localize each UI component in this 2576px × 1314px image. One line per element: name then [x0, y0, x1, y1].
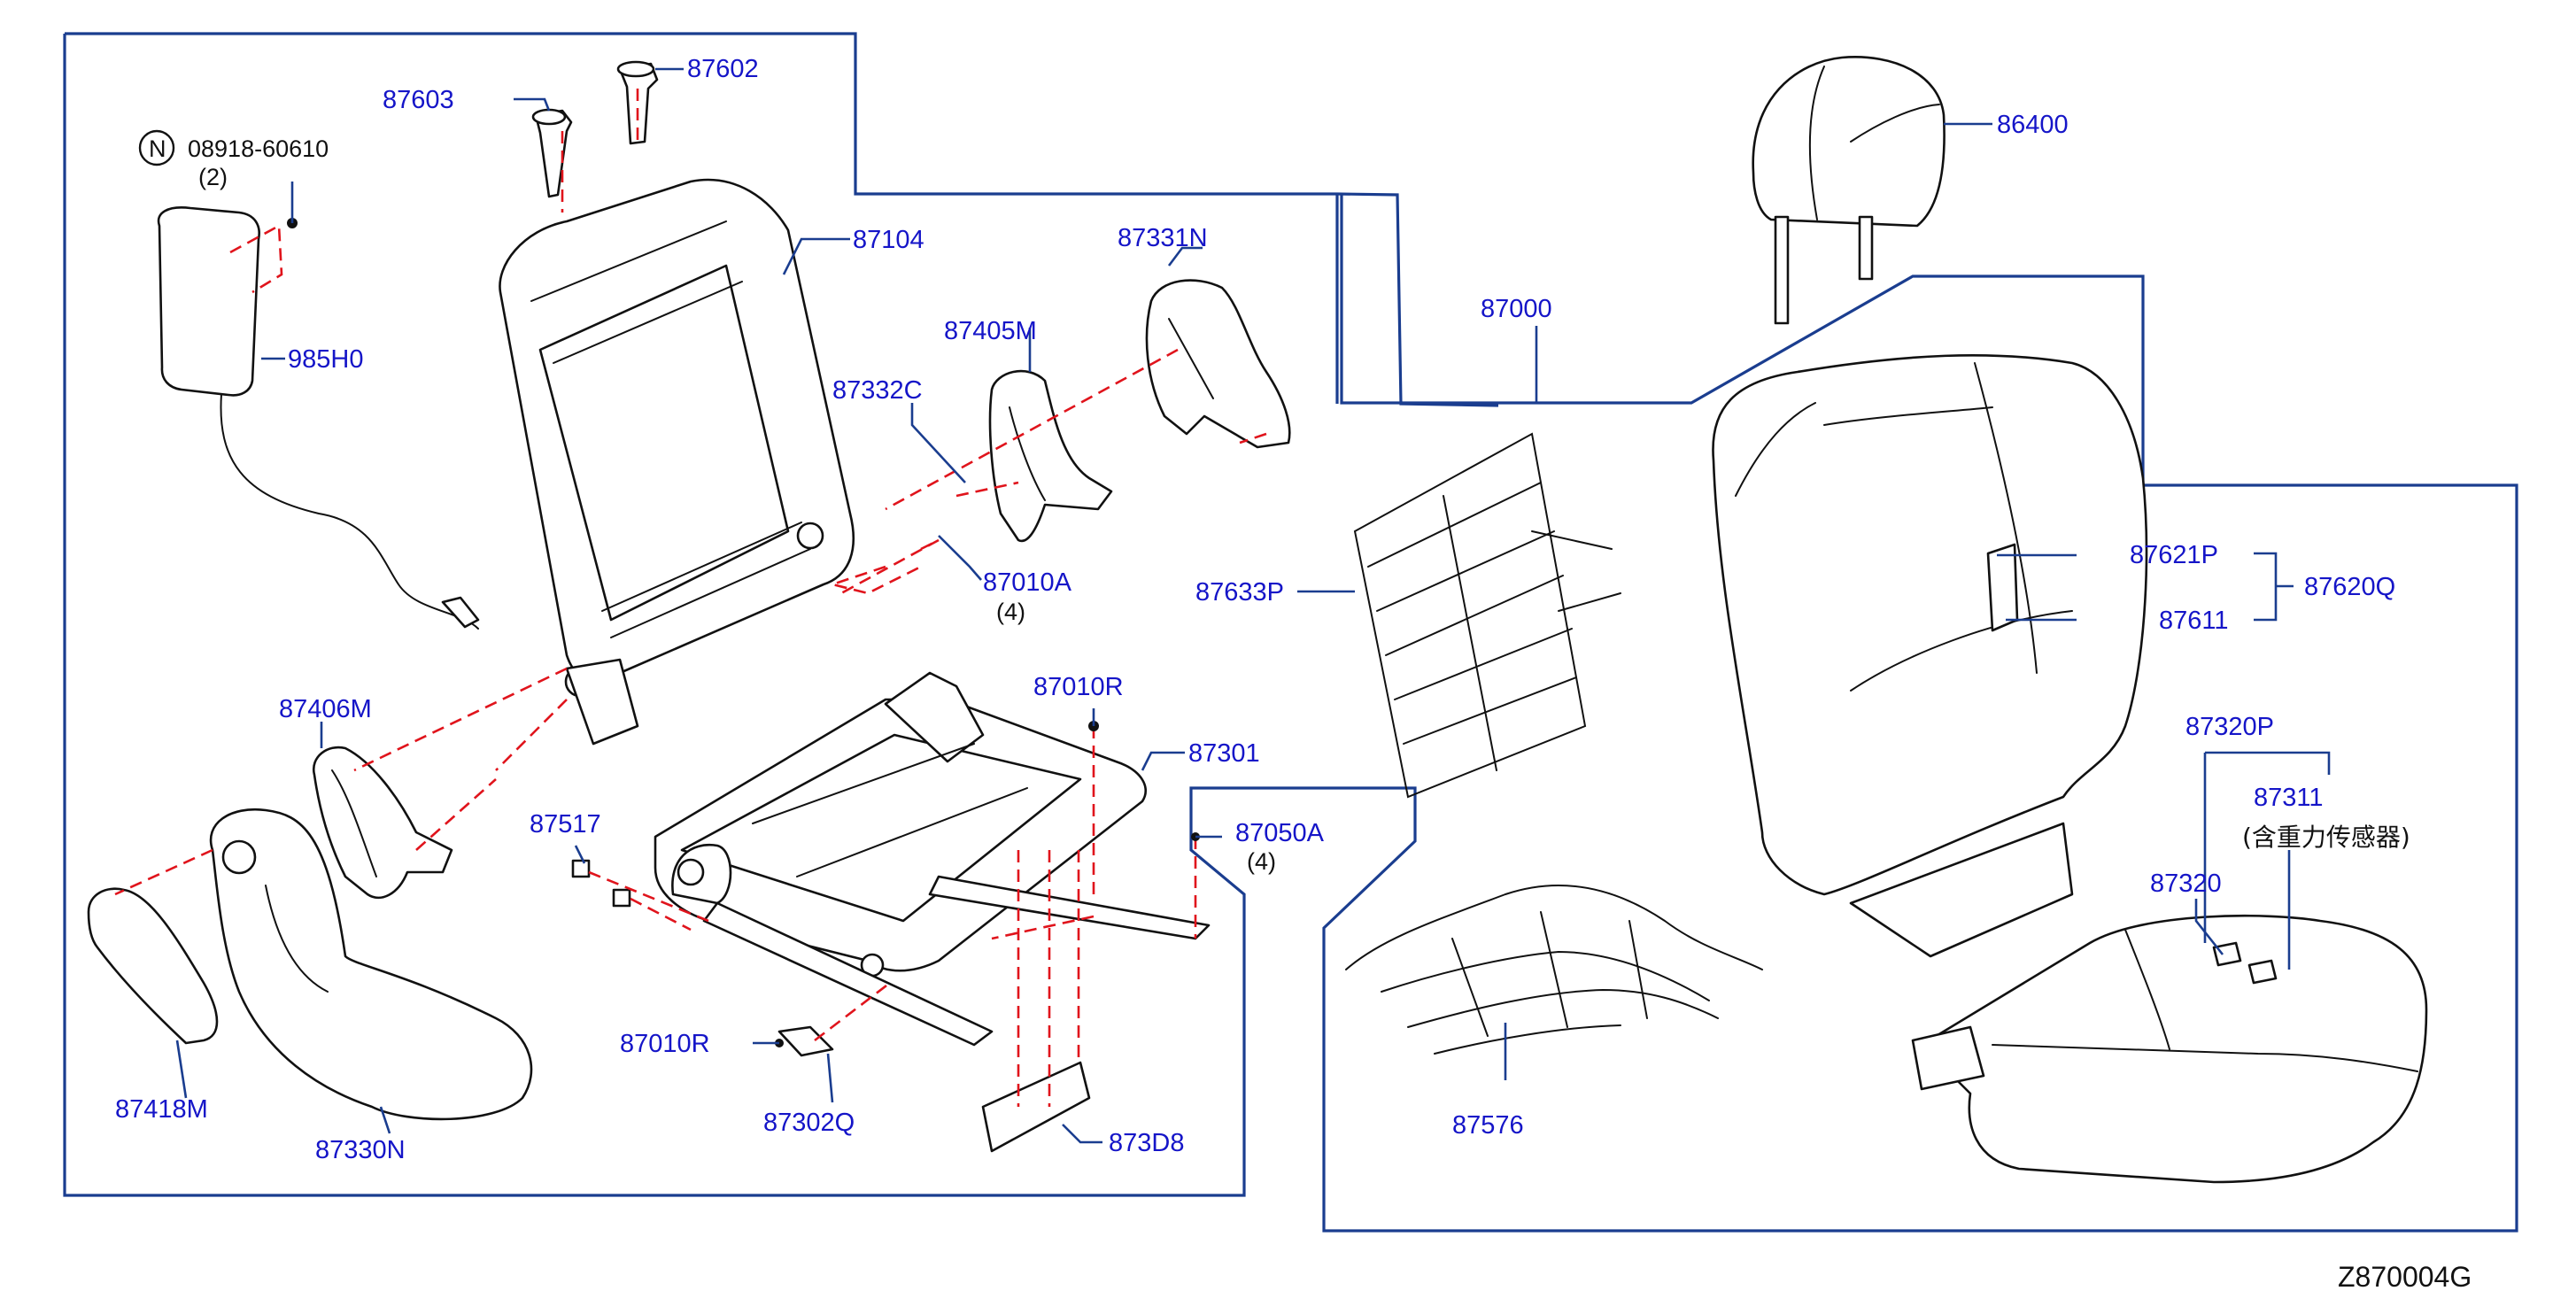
cushion-frame-outline [63, 34, 2518, 1233]
bolt-callout: N 08918-60610 (2) [138, 129, 329, 190]
label-87320: 87320 [2150, 870, 2222, 898]
part-labels: 87603 87602 N 08918-60610 (2) 985H0 8710… [115, 55, 2472, 1293]
label-86400: 86400 [1997, 111, 2069, 139]
label-87311-note: (含重力传感器) [2242, 823, 2410, 852]
label-87405M: 87405M [944, 317, 1037, 345]
bolt-symbol: N [149, 135, 166, 162]
label-87301: 87301 [1188, 739, 1260, 768]
label-87331N: 87331N [1118, 224, 1208, 252]
clip-87517[interactable] [571, 859, 631, 908]
headrest-guide-87602[interactable] [616, 60, 659, 145]
seat-cushion-frame[interactable] [654, 671, 1211, 1047]
side-airbag-module[interactable] [157, 206, 480, 630]
label-87000: 87000 [1481, 295, 1552, 323]
bolt-qty: (2) [198, 164, 228, 190]
label-87602: 87602 [687, 55, 759, 83]
bracket-87302Q[interactable] [777, 1025, 834, 1057]
bracket-873D8[interactable] [981, 1061, 1091, 1153]
assembly-lines [114, 89, 1267, 1107]
seatback-spring-87633P[interactable] [1353, 432, 1621, 799]
label-873D8: 873D8 [1109, 1129, 1184, 1157]
label-87418M: 87418M [115, 1095, 208, 1124]
headrest-guide-87603[interactable] [531, 108, 573, 198]
inner-cover-87331N[interactable] [1145, 279, 1291, 449]
diagram-id: Z870004G [2338, 1261, 2472, 1293]
trim-87418M[interactable] [87, 887, 219, 1045]
label-87320P: 87320P [2185, 713, 2274, 741]
label-87621P: 87621P [2130, 541, 2218, 569]
recliner-cover-87406M[interactable] [312, 746, 453, 900]
label-87104: 87104 [853, 226, 924, 254]
label-87010A-qty: (4) [996, 599, 1025, 625]
label-87406M: 87406M [279, 695, 372, 723]
label-87603: 87603 [383, 86, 454, 114]
seatback-trim[interactable] [1712, 353, 2148, 958]
label-87517: 87517 [530, 810, 601, 839]
label-87620Q: 87620Q [2304, 573, 2395, 601]
label-87330N: 87330N [315, 1136, 406, 1164]
label-87050A-qty: (4) [1247, 848, 1276, 875]
recliner-cover-87405M[interactable] [988, 369, 1113, 543]
seatback-frame[interactable] [499, 178, 855, 746]
label-87010A: 87010A [983, 568, 1072, 597]
cushion-spring-87576[interactable] [1345, 885, 1763, 1055]
label-985H0: 985H0 [288, 345, 363, 374]
label-87311: 87311 [2254, 784, 2324, 812]
label-87611: 87611 [2159, 607, 2229, 635]
label-87302Q: 87302Q [763, 1109, 855, 1137]
headrest[interactable] [1752, 56, 1946, 325]
bolt-n-circle-icon [138, 129, 175, 166]
label-87332C: 87332C [832, 376, 923, 405]
bolt-code: 08918-60610 [188, 135, 329, 162]
label-87010R-top: 87010R [1033, 673, 1124, 701]
seatback-label-pieces [1986, 543, 2019, 632]
label-87010R-bottom: 87010R [620, 1030, 710, 1058]
label-87633P: 87633P [1195, 578, 1284, 607]
leader-lines [175, 67, 2331, 1144]
label-87576: 87576 [1452, 1111, 1524, 1140]
seat-cushion-87320P[interactable] [1911, 914, 2428, 1184]
side-cover-87330N[interactable] [209, 808, 533, 1121]
label-87050A: 87050A [1235, 819, 1325, 847]
